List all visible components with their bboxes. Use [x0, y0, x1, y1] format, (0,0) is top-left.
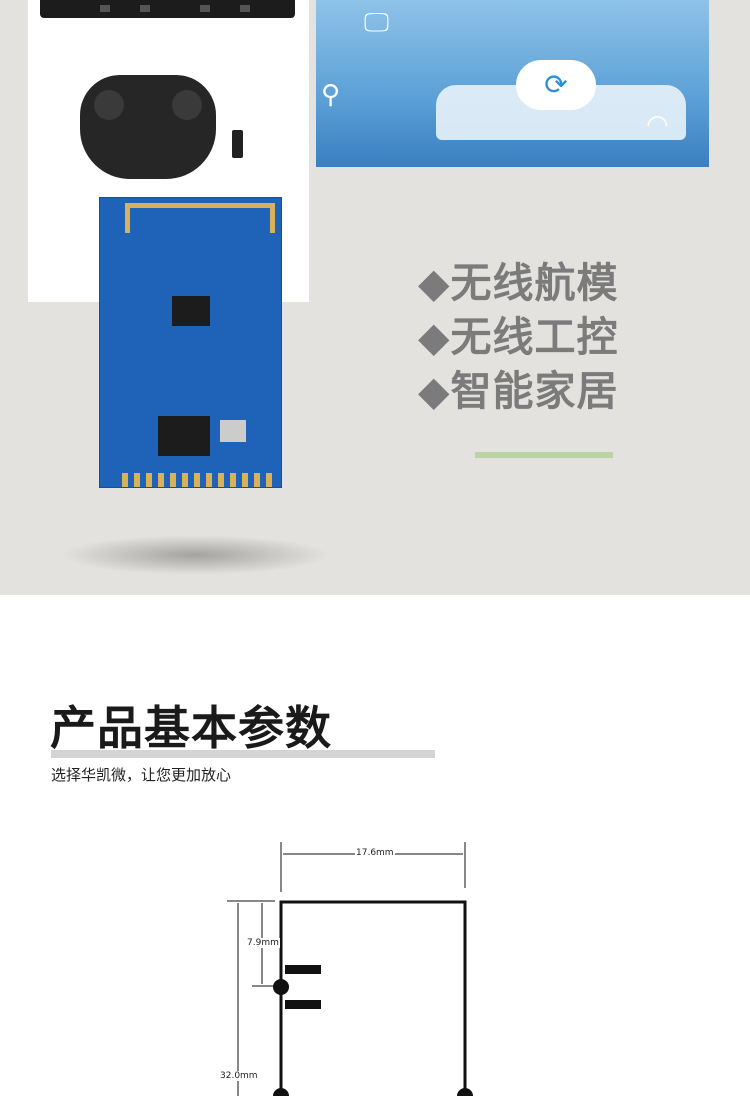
width-dimension-label: 17.6mm	[355, 848, 395, 858]
computer-icon: 🖵	[364, 8, 390, 38]
feature-item: ◆无线工控	[418, 313, 619, 361]
product-shadow	[60, 535, 330, 575]
cloud-sync-icon: ⟳	[516, 60, 596, 110]
accent-divider	[475, 452, 613, 458]
usb-dongle-image	[232, 130, 243, 158]
wifi-icon: ◠	[646, 110, 669, 140]
wireless-module-pcb-image	[99, 197, 282, 488]
location-pin-icon: ⚲	[321, 80, 341, 110]
section-subtitle: 选择华凯微，让您更加放心	[51, 766, 232, 784]
section-title: 产品基本参数	[50, 701, 332, 755]
feature-item: ◆无线航模	[418, 259, 619, 307]
title-underline	[51, 750, 435, 758]
hero-section: ⟳ 🖵 ⚲ ◠ ◆无线航模 ◆无线工控 ◆智能家居	[0, 0, 750, 595]
server-image	[40, 0, 295, 18]
feature-item: ◆智能家居	[418, 367, 619, 415]
antenna-offset-dimension-label: 7.9mm	[246, 938, 280, 948]
height-dimension-label: 32.0mm	[219, 1071, 259, 1081]
gamepad-image	[80, 75, 216, 179]
dimension-diagram	[227, 842, 473, 1096]
smart-home-image: ⟳ 🖵 ⚲ ◠	[316, 0, 709, 167]
